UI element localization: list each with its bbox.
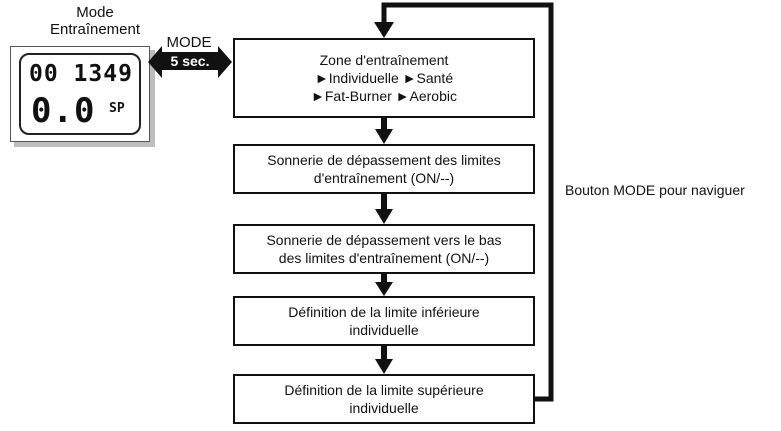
lcd-indicator: SP <box>109 101 125 116</box>
step-text: Définition de la limite inférieure <box>288 304 480 320</box>
step-text: Zone d'entraînement <box>319 52 449 68</box>
down-arrow-icon <box>375 346 393 374</box>
lcd-main-value: 0.0 <box>31 91 96 131</box>
down-arrow-icon <box>375 194 393 224</box>
watch-mode-title-line1: Mode <box>76 4 114 21</box>
step-text: Définition de la limite supérieure <box>284 382 484 398</box>
down-arrow-icon <box>375 274 393 296</box>
step-text: individuelle <box>349 322 419 338</box>
step-text: ►Individuelle ►Santé <box>314 70 454 86</box>
watch-lcd: 00 1349 0.0 SP <box>19 53 141 135</box>
loop-navigation-label: Bouton MODE pour naviguer <box>565 182 745 198</box>
step-text: Sonnerie de dépassement des limites <box>267 152 501 168</box>
step-upper-limit-definition: Définition de la limite supérieure indiv… <box>233 374 535 424</box>
mode-key-label: MODE <box>166 34 212 51</box>
watch-display-frame: 00 1349 0.0 SP <box>10 46 150 142</box>
step-text: d'entraînement (ON/--) <box>313 170 455 186</box>
loop-back-arrow-icon <box>374 2 554 402</box>
down-arrow-icon <box>375 118 393 144</box>
step-text: ►Fat-Burner ►Aerobic <box>311 88 457 104</box>
step-text: des limites d'entraînement (ON/--) <box>278 250 490 266</box>
lcd-time-readout: 00 1349 <box>29 61 133 87</box>
step-low-limit-alarm: Sonnerie de dépassement vers le bas des … <box>233 224 535 274</box>
mode-duration-badge: 5 sec. <box>158 52 222 70</box>
step-training-zone: Zone d'entraînement ►Individuelle ►Santé… <box>233 38 535 118</box>
step-limit-alarm: Sonnerie de dépassement des limites d'en… <box>233 144 535 194</box>
step-text: individuelle <box>349 400 419 416</box>
step-lower-limit-definition: Définition de la limite inférieure indiv… <box>233 296 535 346</box>
watch-mode-title-line2: Entraînement <box>49 21 141 38</box>
step-text: Sonnerie de dépassement vers le bas <box>266 232 502 248</box>
